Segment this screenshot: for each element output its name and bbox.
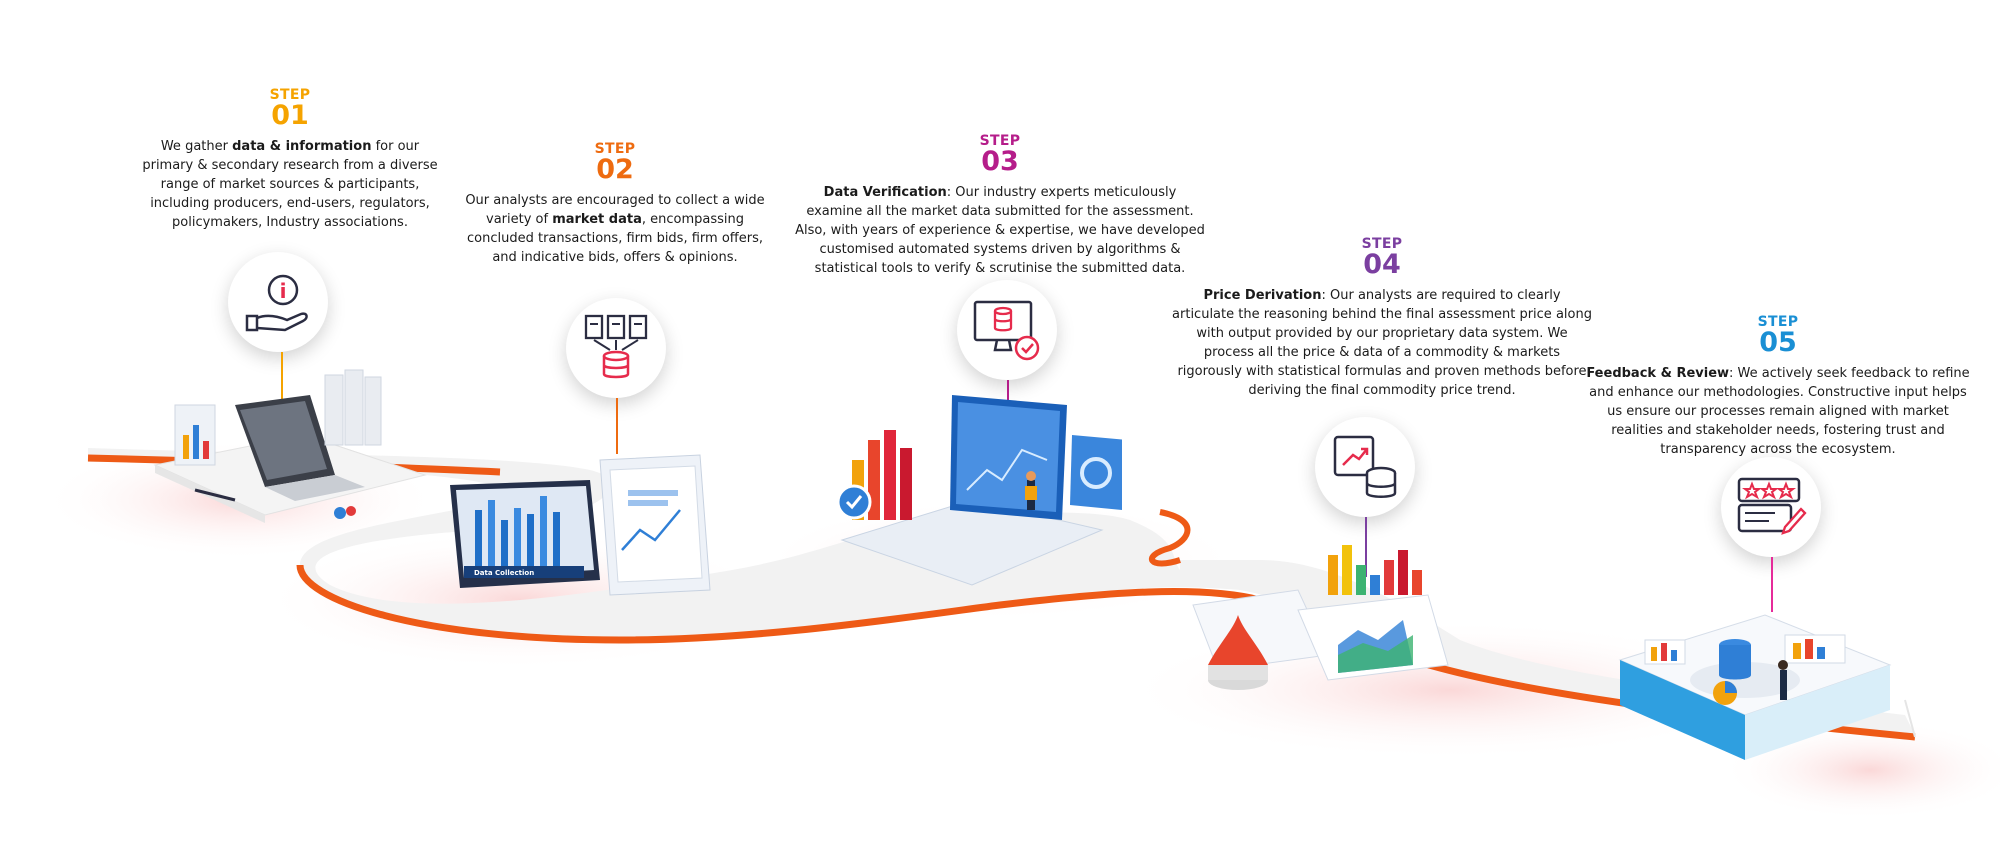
step-5-icon-badge (1721, 457, 1821, 557)
step-2-connector (616, 398, 618, 454)
step-5-description: Feedback & Review: We actively seek feed… (1586, 366, 1970, 457)
step-1: STEP 01 We gather data & information for… (130, 88, 450, 232)
svg-text:i: i (280, 279, 287, 303)
step-1-description: We gather data & information for our pri… (142, 139, 438, 230)
step-2-icon-badge (566, 298, 666, 398)
step-1-number: 01 (271, 100, 309, 131)
scene-3-analysis-monitor (836, 395, 1122, 586)
step-2-number: 02 (596, 154, 634, 185)
step-4-number: 04 (1363, 249, 1401, 280)
documents-database-icon (584, 314, 648, 379)
step-3-connector (1007, 380, 1009, 410)
step-2-description: Our analysts are encouraged to collect a… (465, 193, 765, 265)
step-1-label: STEP (269, 87, 311, 103)
chart-database-icon (1333, 435, 1397, 498)
step-4: STEP 04 Price Derivation: Our analysts a… (1172, 237, 1592, 400)
scene-1-laptop-documents (153, 369, 427, 523)
step-2: STEP 02 Our analysts are encouraged to c… (460, 142, 770, 267)
step-5: STEP 05 Feedback & Review: We actively s… (1578, 315, 1978, 459)
step-4-description: Price Derivation: Our analysts are requi… (1172, 288, 1592, 398)
scene-5-feedback-platform (1618, 614, 1892, 760)
step-4-icon-badge (1315, 417, 1415, 517)
step-5-number: 05 (1759, 327, 1797, 358)
step-5-label: STEP (1757, 314, 1799, 330)
step-4-connector (1365, 517, 1367, 577)
step-3-number: 03 (981, 146, 1019, 177)
scene-4-price-reports (1192, 545, 1449, 690)
scene-2-data-collection: Data Collection (450, 454, 711, 596)
step-2-label: STEP (594, 141, 636, 157)
rating-feedback-icon (1737, 477, 1807, 535)
monitor-database-check-icon (973, 300, 1040, 361)
step-3: STEP 03 Data Verification: Our industry … (780, 134, 1220, 278)
step-4-label: STEP (1361, 236, 1403, 252)
step-3-description: Data Verification: Our industry experts … (795, 185, 1205, 276)
step-3-icon-badge (957, 280, 1057, 380)
info-hand-icon: i (245, 274, 308, 332)
step-1-connector (281, 352, 283, 402)
scene-2-caption: Data Collection (474, 569, 534, 577)
step-1-icon-badge: i (228, 252, 328, 352)
step-5-connector (1771, 557, 1773, 612)
step-3-label: STEP (979, 133, 1021, 149)
